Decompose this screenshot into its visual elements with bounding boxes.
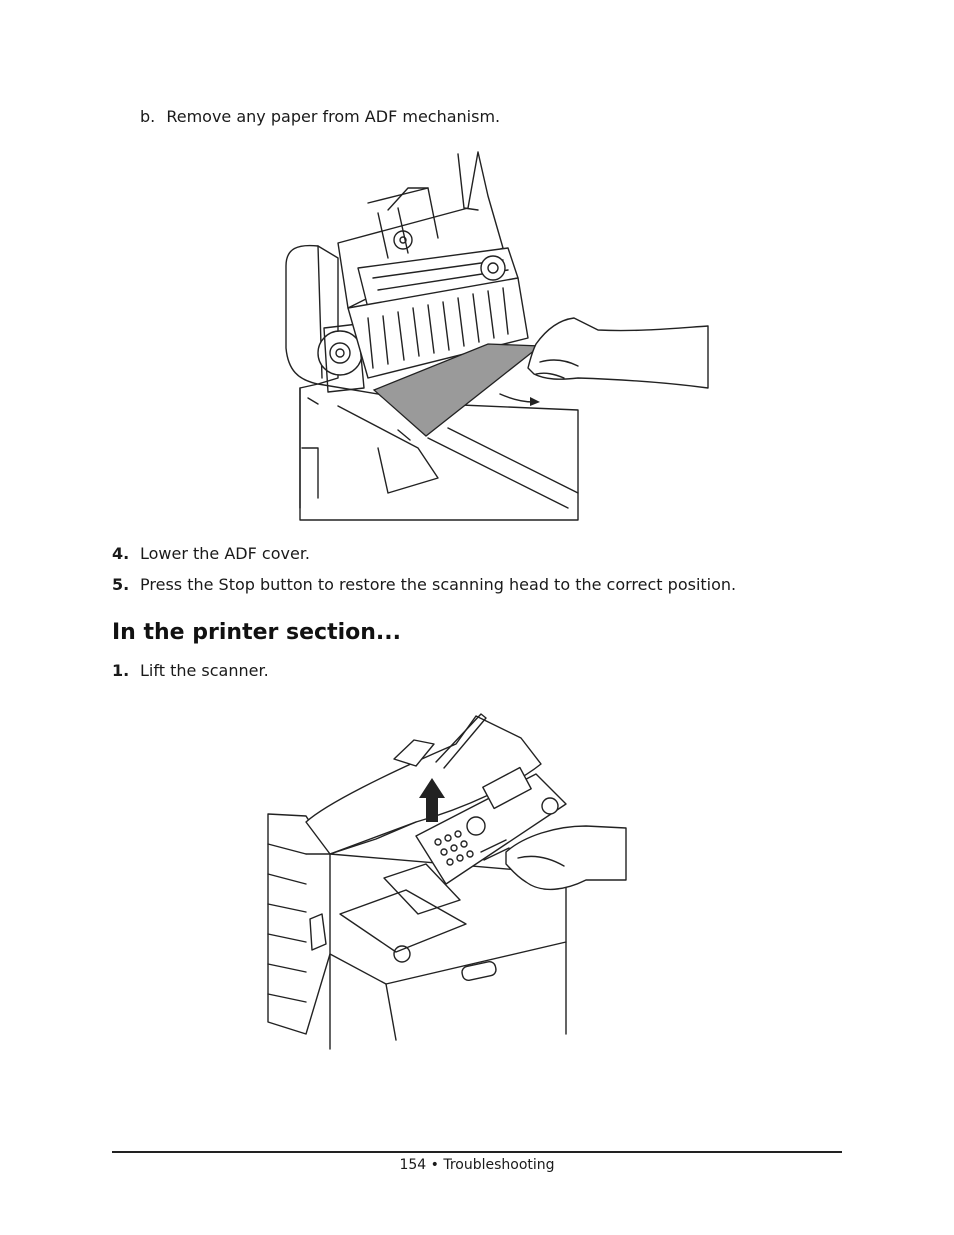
step-5-number: 5. bbox=[112, 575, 130, 594]
section-heading: In the printer section... bbox=[112, 620, 401, 645]
footer-text: 154 • Troubleshooting bbox=[399, 1157, 555, 1173]
step-4-text: Lower the ADF cover. bbox=[140, 544, 311, 563]
footer-rule bbox=[112, 1151, 842, 1153]
step-b-text: Remove any paper from ADF mechanism. bbox=[166, 107, 501, 126]
step-1-text: Lift the scanner. bbox=[140, 661, 269, 680]
adf-paper-removal-illustration bbox=[285, 151, 709, 521]
step-b: b. Remove any paper from ADF mechanism. bbox=[140, 107, 500, 127]
step-5: 5. Press the Stop button to restore the s… bbox=[112, 575, 736, 595]
lift-scanner-illustration bbox=[267, 713, 627, 1050]
step-1: 1. Lift the scanner. bbox=[112, 661, 269, 681]
step-1-number: 1. bbox=[112, 661, 130, 680]
step-5-text: Press the Stop button to restore the sca… bbox=[140, 575, 737, 594]
step-4-number: 4. bbox=[112, 544, 130, 563]
step-b-marker: b. bbox=[140, 107, 156, 126]
step-4: 4. Lower the ADF cover. bbox=[112, 544, 310, 564]
